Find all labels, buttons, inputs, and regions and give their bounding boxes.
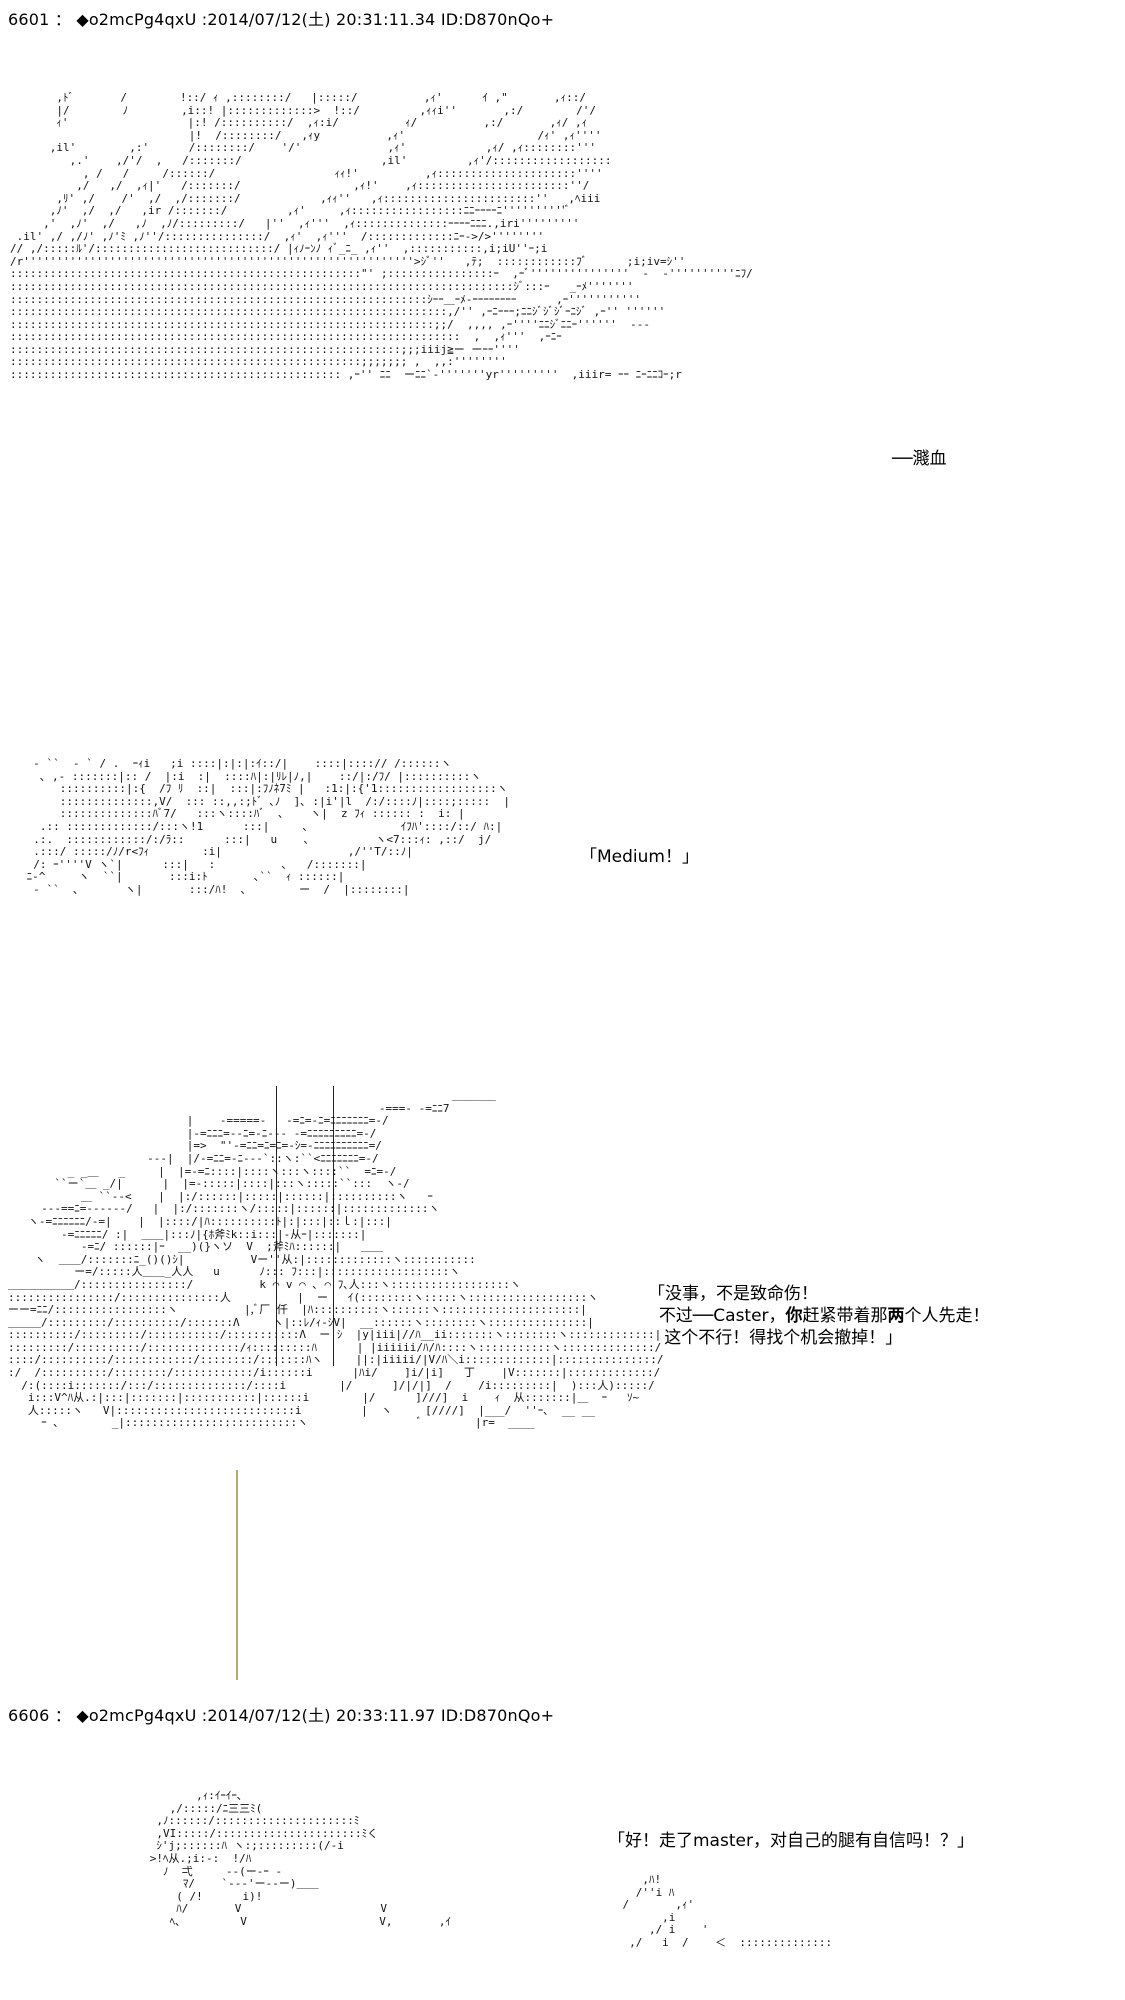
post-number: 6601	[8, 10, 50, 29]
post-date: 2014/07/12(土)	[207, 10, 331, 29]
post-time: 20:33:11.97	[336, 1706, 436, 1725]
poster-name[interactable]: ◆o2mcPg4qxU	[76, 10, 197, 29]
ascii-art-splash: ,ﾄﾞ / !::/ ｨ ,::::::::/ |:::::/ ,ｨ' ｲ ,"…	[10, 92, 753, 382]
poster-id[interactable]: ID:D870nQo+	[440, 1706, 555, 1725]
post-header-6601: 6601 ： ◆o2mcPg4qxU :2014/07/12(土) 20:31:…	[8, 10, 555, 29]
dialogue-line-4: 「好！走了master，对自己的腿有自信吗！？」	[608, 1831, 974, 1851]
dialogue-line-2-mid: 赶紧带着那	[802, 1306, 888, 1326]
ascii-art-run: ,ｨ:ｲｰｲｰ､ ,/:::::/ﾆ三三ﾐ( ,ﾉ::::::/::::::::…	[149, 1790, 452, 1928]
ascii-art-run-right: ,ﾊ! /''i ﾊ / ,ｨ' ,i ,/ i ' ,/ i / ＜ ::::…	[622, 1874, 833, 1949]
dialogue-line-2-bold-1: 你	[785, 1306, 803, 1326]
ascii-art-battle: ＿＿＿＿ -===- -=ﾆﾆ7 | -=====- -=ﾆ=-ﾆ=ﾆﾆﾆﾆﾆﾆ…	[8, 1090, 664, 1430]
dialogue-line-2-pre: 不过──Caster，	[658, 1306, 786, 1326]
poster-name[interactable]: ◆o2mcPg4qxU	[76, 1706, 197, 1725]
post-number: 6606	[8, 1706, 50, 1725]
dialogue-line-2-post: 个人先走！	[904, 1306, 990, 1326]
accent-stroke	[236, 1470, 238, 1680]
dialogue-line-2-bold-2: 两	[887, 1306, 905, 1326]
caption-splash: ──濺血	[892, 449, 947, 469]
post-header-6606: 6606 ： ◆o2mcPg4qxU :2014/07/12(土) 20:33:…	[8, 1706, 555, 1725]
ascii-art-face: ‐ `` ‐ ` / . ｰｨi ;i ::::|:|:|:ｲ::/| ::::…	[26, 758, 510, 896]
dialogue-line-3: 这个不行！得找个机会撤掉！」	[664, 1328, 903, 1348]
dialogue-block: 「没事，不是致命伤！ 不过──Caster，你赶紧带着那两个人先走！ 这个不行！…	[648, 1261, 990, 1349]
post-time: 20:31:11.34	[336, 10, 436, 29]
dialogue-line-1: 「没事，不是致命伤！	[648, 1284, 818, 1304]
post-date: 2014/07/12(土)	[207, 1706, 331, 1725]
sword-blade-art	[276, 1086, 334, 1366]
caption-medium: 「Medium！」	[580, 847, 699, 867]
poster-id[interactable]: ID:D870nQo+	[440, 10, 555, 29]
